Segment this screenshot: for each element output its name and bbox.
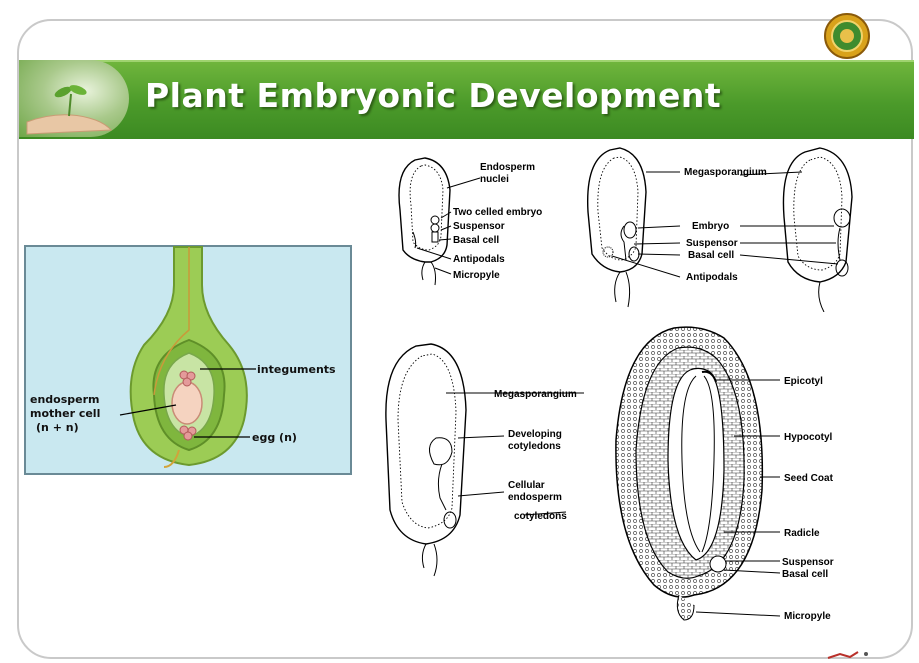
label-suspensor: Suspensor: [453, 221, 505, 232]
label-endosperm: endosperm: [508, 492, 562, 503]
label-basal-cell: Basal cell: [782, 569, 828, 580]
label-egg: egg (n): [252, 431, 297, 444]
diagram-embryo-with-suspensor: Megasporangium Embryo Suspensor Basal ce…: [580, 142, 880, 312]
label-suspensor: Suspensor: [686, 238, 738, 249]
label-antipodals: Antipodals: [686, 272, 738, 283]
label-hypocotyl: Hypocotyl: [784, 432, 833, 443]
label-integuments: integuments: [257, 363, 336, 376]
label-endosperm: endosperm: [30, 393, 100, 406]
label-cotyledons: cotyledons: [508, 441, 561, 452]
slide-title: Plant Embryonic Development: [145, 76, 721, 115]
diagram-two-celled-embryo: Endosperm nuclei Two celled embryo Suspe…: [395, 150, 580, 300]
label-ploidy-n-plus-n: (n + n): [36, 421, 79, 434]
label-seed-coat: Seed Coat: [784, 473, 834, 484]
label-suspensor: Suspensor: [782, 557, 834, 568]
logo-seal-icon: [823, 12, 871, 60]
label-nuclei: nuclei: [480, 174, 509, 185]
decorative-corner-mark: [820, 648, 880, 660]
label-radicle: Radicle: [784, 528, 820, 539]
label-two-celled-embryo: Two celled embryo: [453, 207, 542, 218]
label-cotyledons-2: cotyledons: [514, 511, 567, 522]
label-micropyle: Micropyle: [453, 270, 500, 281]
endosperm-mother-cell: [172, 382, 202, 424]
ovule-outline: [399, 158, 450, 262]
label-embryo: Embryo: [692, 221, 729, 232]
label-developing: Developing: [508, 429, 562, 440]
label-megasporangium: Megasporangium: [494, 389, 577, 400]
diagram-mature-seed: Epicotyl Hypocotyl Seed Coat Radicle Sus…: [584, 320, 844, 625]
label-cellular: Cellular: [508, 480, 545, 491]
label-basal-cell: Basal cell: [688, 250, 734, 261]
label-antipodals: Antipodals: [453, 254, 505, 265]
label-basal-cell: Basal cell: [453, 235, 499, 246]
diagram-developing-cotyledons: Developing cotyledons Cellular endosperm…: [376, 340, 586, 580]
label-endosperm: Endosperm: [480, 162, 535, 173]
seedling-in-hands-image: [19, 60, 129, 137]
ovule-illustration: integuments endosperm mother cell (n + n…: [24, 245, 354, 477]
label-megasporangium: Megasporangium: [684, 167, 767, 178]
label-epicotyl: Epicotyl: [784, 376, 823, 387]
label-micropyle: Micropyle: [784, 611, 831, 622]
label-mother-cell: mother cell: [30, 407, 100, 420]
